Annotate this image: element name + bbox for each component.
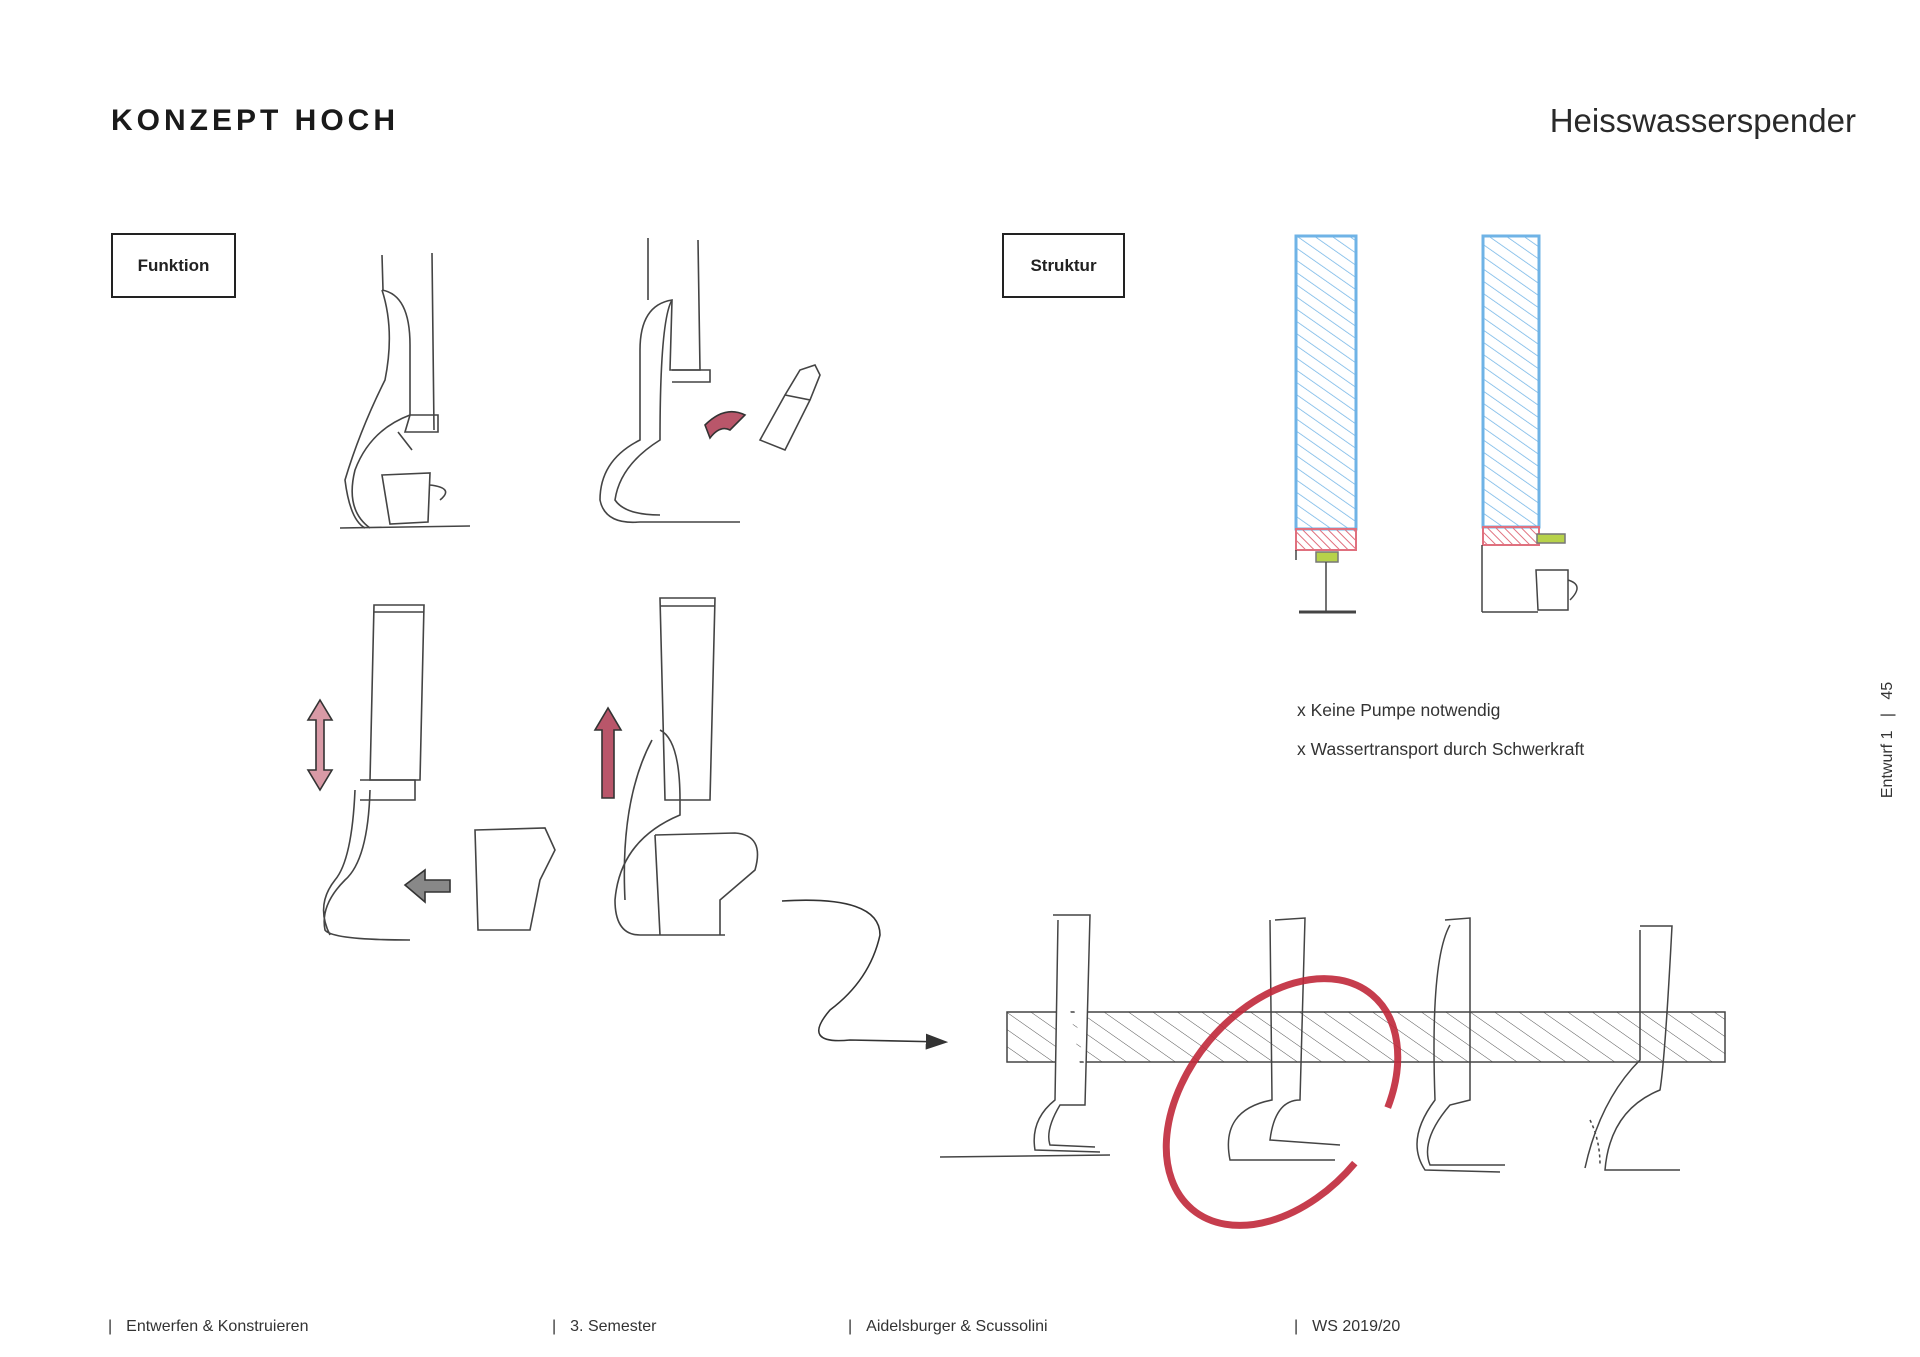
footer-course: | Entwerfen & Konstruieren bbox=[108, 1318, 308, 1336]
transition-arrow bbox=[781, 899, 949, 1050]
footer-text: WS 2019/20 bbox=[1312, 1318, 1401, 1335]
separator: | bbox=[1879, 713, 1896, 718]
page-title: KONZEPT HOCH bbox=[111, 104, 399, 137]
structure-diagram-1 bbox=[1294, 234, 1358, 614]
section-label-funktion: Funktion bbox=[111, 233, 236, 298]
sketch-dispenser-jug bbox=[593, 597, 759, 936]
structure-diagram-2 bbox=[1481, 234, 1578, 613]
page-number: 45 bbox=[1879, 681, 1896, 700]
sketch-structure-comparison bbox=[939, 914, 1726, 1229]
sketch-dispenser-cup bbox=[339, 252, 471, 529]
footer-text: 3. Semester bbox=[570, 1318, 657, 1335]
chapter-label: Entwurf 1 bbox=[1879, 730, 1896, 799]
note-no-pump: x Keine Pumpe notwendig bbox=[1297, 700, 1501, 720]
sketch-dispenser-bottle bbox=[599, 238, 821, 524]
footer-separator: | bbox=[108, 1318, 113, 1335]
note-gravity: x Wassertransport durch Schwerkraft bbox=[1297, 739, 1585, 759]
footer-text: Aidelsburger & Scussolini bbox=[866, 1318, 1048, 1335]
footer-semester: | 3. Semester bbox=[552, 1318, 656, 1336]
footer-separator: | bbox=[1294, 1318, 1299, 1335]
footer-separator: | bbox=[848, 1318, 853, 1335]
side-page-marker: Entwurf 1 | 45 bbox=[1879, 682, 1897, 798]
footer-separator: | bbox=[552, 1318, 557, 1335]
section-label-struktur: Struktur bbox=[1002, 233, 1125, 298]
footer-text: Entwerfen & Konstruieren bbox=[126, 1318, 309, 1335]
page-subtitle: Heisswasserspender bbox=[1549, 102, 1856, 139]
footer-term: | WS 2019/20 bbox=[1294, 1318, 1400, 1336]
sketch-dispenser-height bbox=[306, 604, 556, 941]
footer-authors: | Aidelsburger & Scussolini bbox=[848, 1318, 1048, 1336]
